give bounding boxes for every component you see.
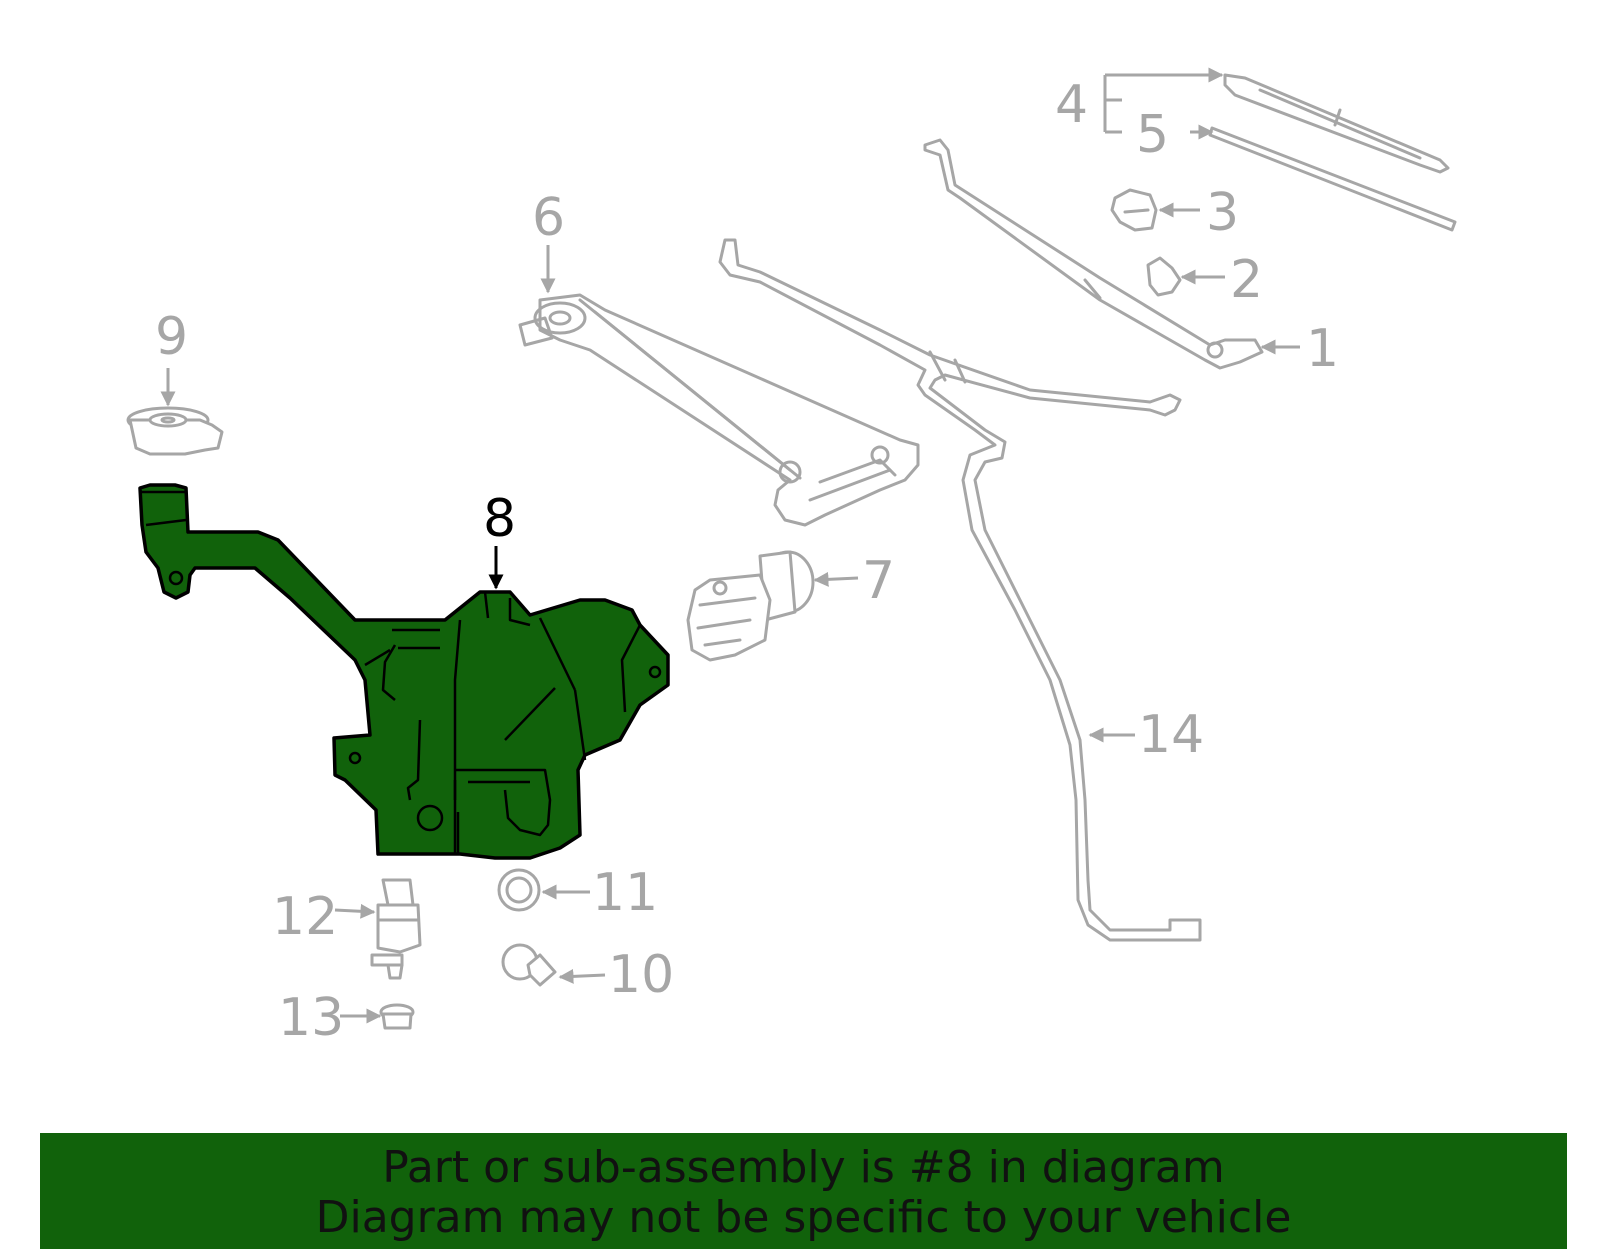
washer-reservoir-part[interactable] — [138, 483, 670, 860]
callout-1[interactable]: 1 — [1306, 319, 1339, 379]
nut-cap-part — [1110, 188, 1158, 232]
pivot-cap-part — [1146, 256, 1182, 297]
callout-12[interactable]: 12 — [272, 887, 338, 947]
washer-hose-part — [718, 238, 1202, 942]
banner-line-1: Part or sub-assembly is #8 in diagram — [382, 1142, 1225, 1193]
washer-pump-part — [370, 878, 422, 980]
callout-4[interactable]: 4 — [1055, 75, 1088, 135]
banner-line-2: Diagram may not be specific to your vehi… — [315, 1192, 1292, 1243]
leader-lines — [160, 75, 1300, 1024]
callout-9[interactable]: 9 — [155, 307, 188, 367]
callout-7[interactable]: 7 — [862, 551, 895, 611]
callout-6[interactable]: 6 — [532, 188, 565, 248]
notice-banner: Part or sub-assembly is #8 in diagram Di… — [40, 1133, 1567, 1249]
blade-insert-part — [1208, 126, 1457, 232]
wiper-blade-part — [1223, 73, 1450, 174]
grommet-part — [497, 868, 541, 912]
callout-11[interactable]: 11 — [592, 863, 658, 923]
hose-clip-part — [501, 943, 557, 987]
wiper-arm-part — [923, 138, 1264, 370]
callout-2[interactable]: 2 — [1230, 250, 1263, 310]
callout-8[interactable]: 8 — [483, 489, 516, 549]
callout-14[interactable]: 14 — [1138, 705, 1204, 765]
reservoir-cap-part — [126, 406, 224, 456]
callout-5[interactable]: 5 — [1136, 105, 1169, 165]
callout-10[interactable]: 10 — [608, 945, 674, 1005]
pump-seal-part — [379, 1003, 415, 1030]
callout-13[interactable]: 13 — [278, 988, 344, 1048]
wiper-motor-part — [686, 550, 815, 662]
linkage-part — [518, 293, 920, 527]
callout-3[interactable]: 3 — [1206, 183, 1239, 243]
